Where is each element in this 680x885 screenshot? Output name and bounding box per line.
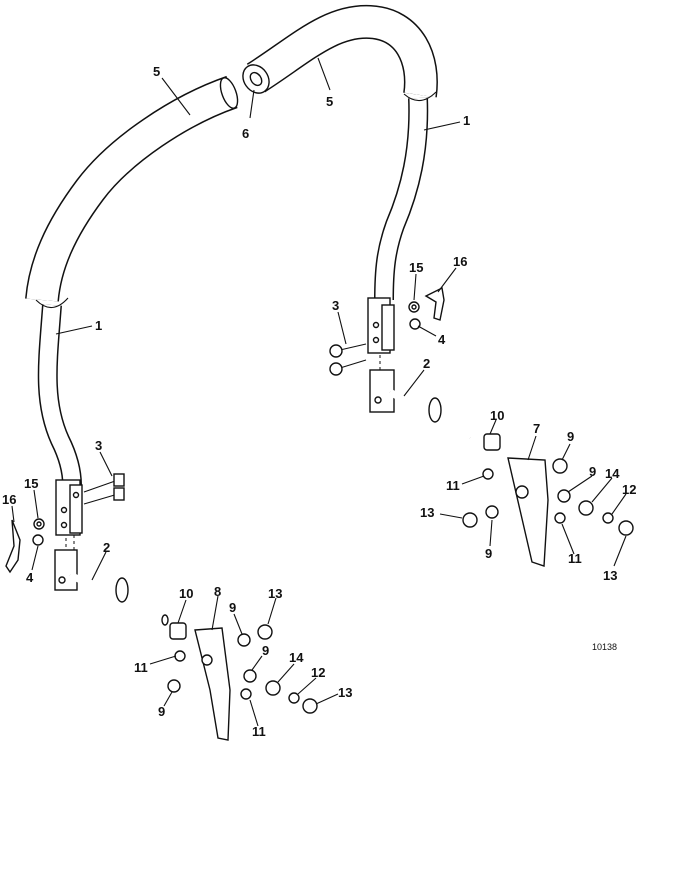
left-pivot-plate-8 — [194, 627, 231, 741]
callout-labels: 5 5 6 1 1 15 16 3 4 2 10 7 9 9 14 12 11 … — [2, 64, 636, 739]
left-knob-16 — [5, 519, 21, 574]
callout-14-left: 14 — [289, 650, 304, 665]
callout-11-right-top: 11 — [446, 478, 460, 493]
left-pivot-block — [54, 549, 78, 591]
leader-lines — [11, 57, 627, 727]
right-roll-bar-tube — [242, 4, 438, 301]
callout-12-right: 12 — [622, 482, 636, 497]
callout-11-left-top: 11 — [134, 660, 148, 675]
left-tube-bracket — [55, 479, 83, 536]
callout-6: 6 — [242, 126, 249, 141]
right-pivot-block — [369, 369, 395, 413]
callout-14-right: 14 — [605, 466, 620, 481]
right-pivot-plate-7 — [507, 457, 549, 567]
callout-1-right: 1 — [463, 113, 470, 128]
callout-9-right-mid: 9 — [589, 464, 596, 479]
callout-9-left-bottom: 9 — [158, 704, 165, 719]
callout-1-left: 1 — [95, 318, 102, 333]
callout-10-left: 10 — [179, 586, 193, 601]
callout-7: 7 — [533, 421, 540, 436]
callout-2-left: 2 — [103, 540, 110, 555]
callout-3-right: 3 — [332, 298, 339, 313]
callout-9-right-top: 9 — [567, 429, 574, 444]
callout-10-right: 10 — [490, 408, 504, 423]
left-washer-15 — [33, 518, 45, 530]
left-hardware — [167, 624, 318, 714]
callout-9-left-top: 9 — [229, 600, 236, 615]
callout-16-right: 16 — [453, 254, 467, 269]
left-bolts-3 — [83, 473, 125, 505]
callout-9-left-mid: 9 — [262, 643, 269, 658]
callout-13-right-left: 13 — [420, 505, 434, 520]
left-bushing-10 — [169, 622, 187, 640]
left-shaft-2 — [68, 571, 169, 626]
right-bolts-3 — [329, 343, 367, 376]
left-nut-4 — [32, 534, 44, 546]
callout-4-right: 4 — [438, 332, 446, 347]
right-tube-bracket — [367, 297, 395, 354]
callout-4-left: 4 — [26, 570, 34, 585]
right-bushing-10 — [483, 433, 501, 451]
callout-12-left: 12 — [311, 665, 325, 680]
right-hardware — [462, 458, 634, 536]
callout-11-right-bottom: 11 — [568, 551, 582, 566]
callout-16-left: 16 — [2, 492, 16, 507]
callout-13-left-top: 13 — [268, 586, 282, 601]
left-roll-bar-tube — [25, 75, 239, 486]
figure-number: 10138 — [592, 642, 617, 652]
callout-15-right: 15 — [409, 260, 423, 275]
callout-5-left: 5 — [153, 64, 160, 79]
callout-13-right-bottom: 13 — [603, 568, 617, 583]
callout-9-right-bottom: 9 — [485, 546, 492, 561]
callout-5-right: 5 — [326, 94, 333, 109]
callout-11-left-bottom: 11 — [252, 724, 266, 739]
callout-2-right: 2 — [423, 356, 430, 371]
callout-8: 8 — [214, 584, 221, 599]
right-washer-15 — [408, 301, 420, 313]
right-knob-16 — [424, 286, 445, 321]
callout-15-left: 15 — [24, 476, 38, 491]
right-nut-4 — [409, 318, 421, 330]
callout-13-left-bottom: 13 — [338, 685, 352, 700]
right-shaft-2 — [388, 388, 472, 442]
callout-3-left: 3 — [95, 438, 102, 453]
